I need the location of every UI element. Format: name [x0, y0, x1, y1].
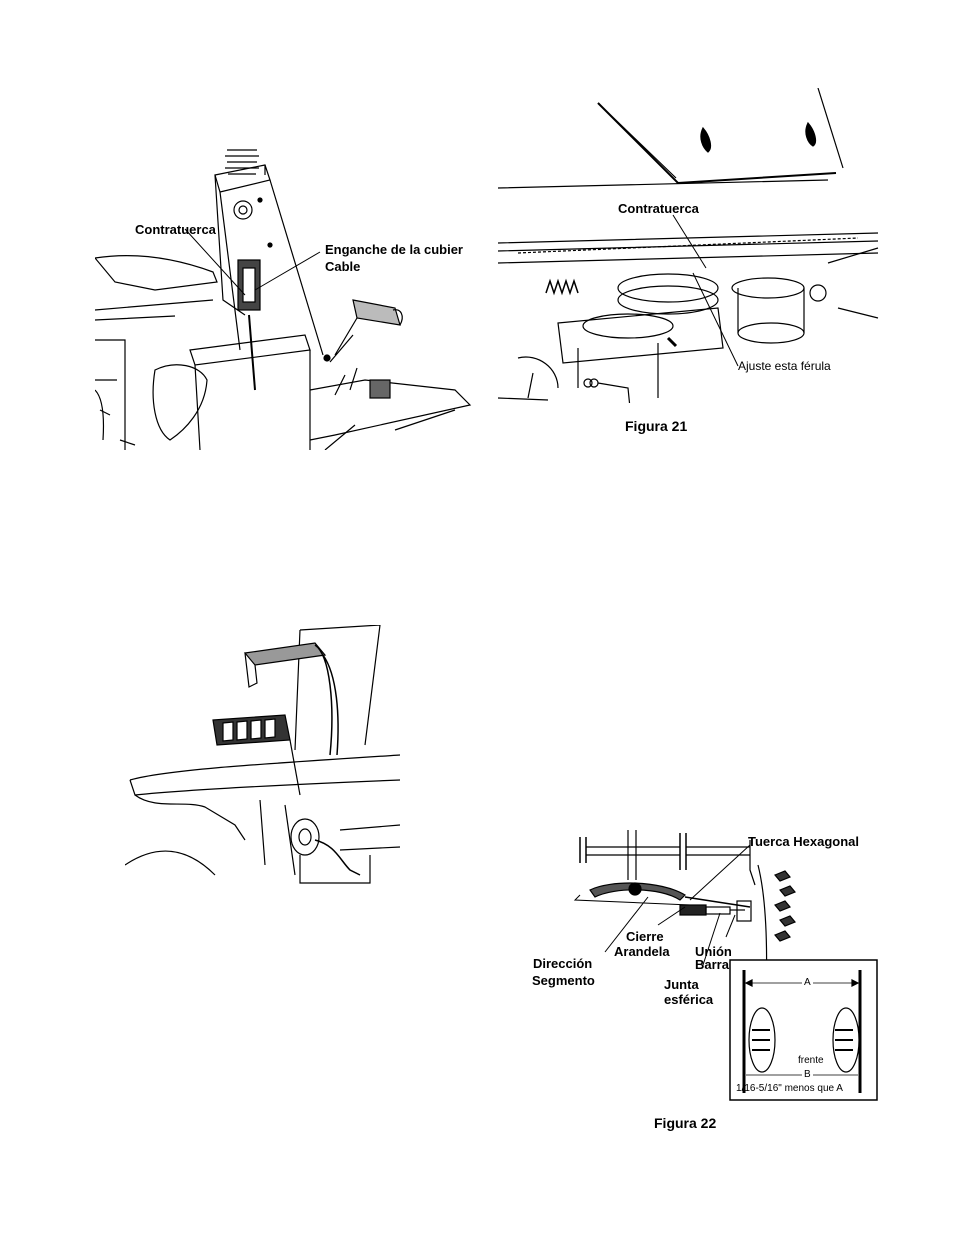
label-ajuste-ferula: Ajuste esta férula: [738, 358, 831, 374]
label-enganche: Enganche de la cubier: [325, 242, 463, 258]
figure-22: Tuerca Hexagonal Cierre Arandela Unión B…: [530, 825, 880, 1140]
label-cierre: Cierre: [626, 929, 664, 945]
label-segmento: Segmento: [532, 973, 595, 989]
figure-21-caption: Figura 21: [625, 418, 687, 434]
label-contratuerca: Contratuerca: [135, 222, 216, 238]
figure-21: Contratuerca Ajuste esta férula Figura 2…: [498, 88, 886, 440]
pedal-drawing: [125, 625, 400, 885]
inset-note: 1/16-5/16" menos que A: [736, 1081, 843, 1097]
figure-pedal: [125, 625, 400, 885]
label-arandela: Arandela: [614, 944, 670, 960]
control-tower-drawing: [95, 140, 475, 450]
figure-21-drawing: [498, 88, 886, 403]
inset-dim-a: A: [802, 975, 813, 991]
figure-22-caption: Figura 22: [654, 1115, 716, 1131]
label-contratuerca-21: Contratuerca: [618, 201, 699, 217]
label-direccion: Dirección: [533, 956, 592, 972]
label-esferica: esférica: [664, 992, 713, 1008]
figure-control-tower: Contratuerca Enganche de la cubier Cable: [95, 140, 475, 450]
label-cable: Cable: [325, 259, 360, 275]
label-tuerca-hexagonal: Tuerca Hexagonal: [748, 834, 859, 850]
label-junta: Junta: [664, 977, 699, 993]
label-barra: Barra: [695, 957, 729, 973]
